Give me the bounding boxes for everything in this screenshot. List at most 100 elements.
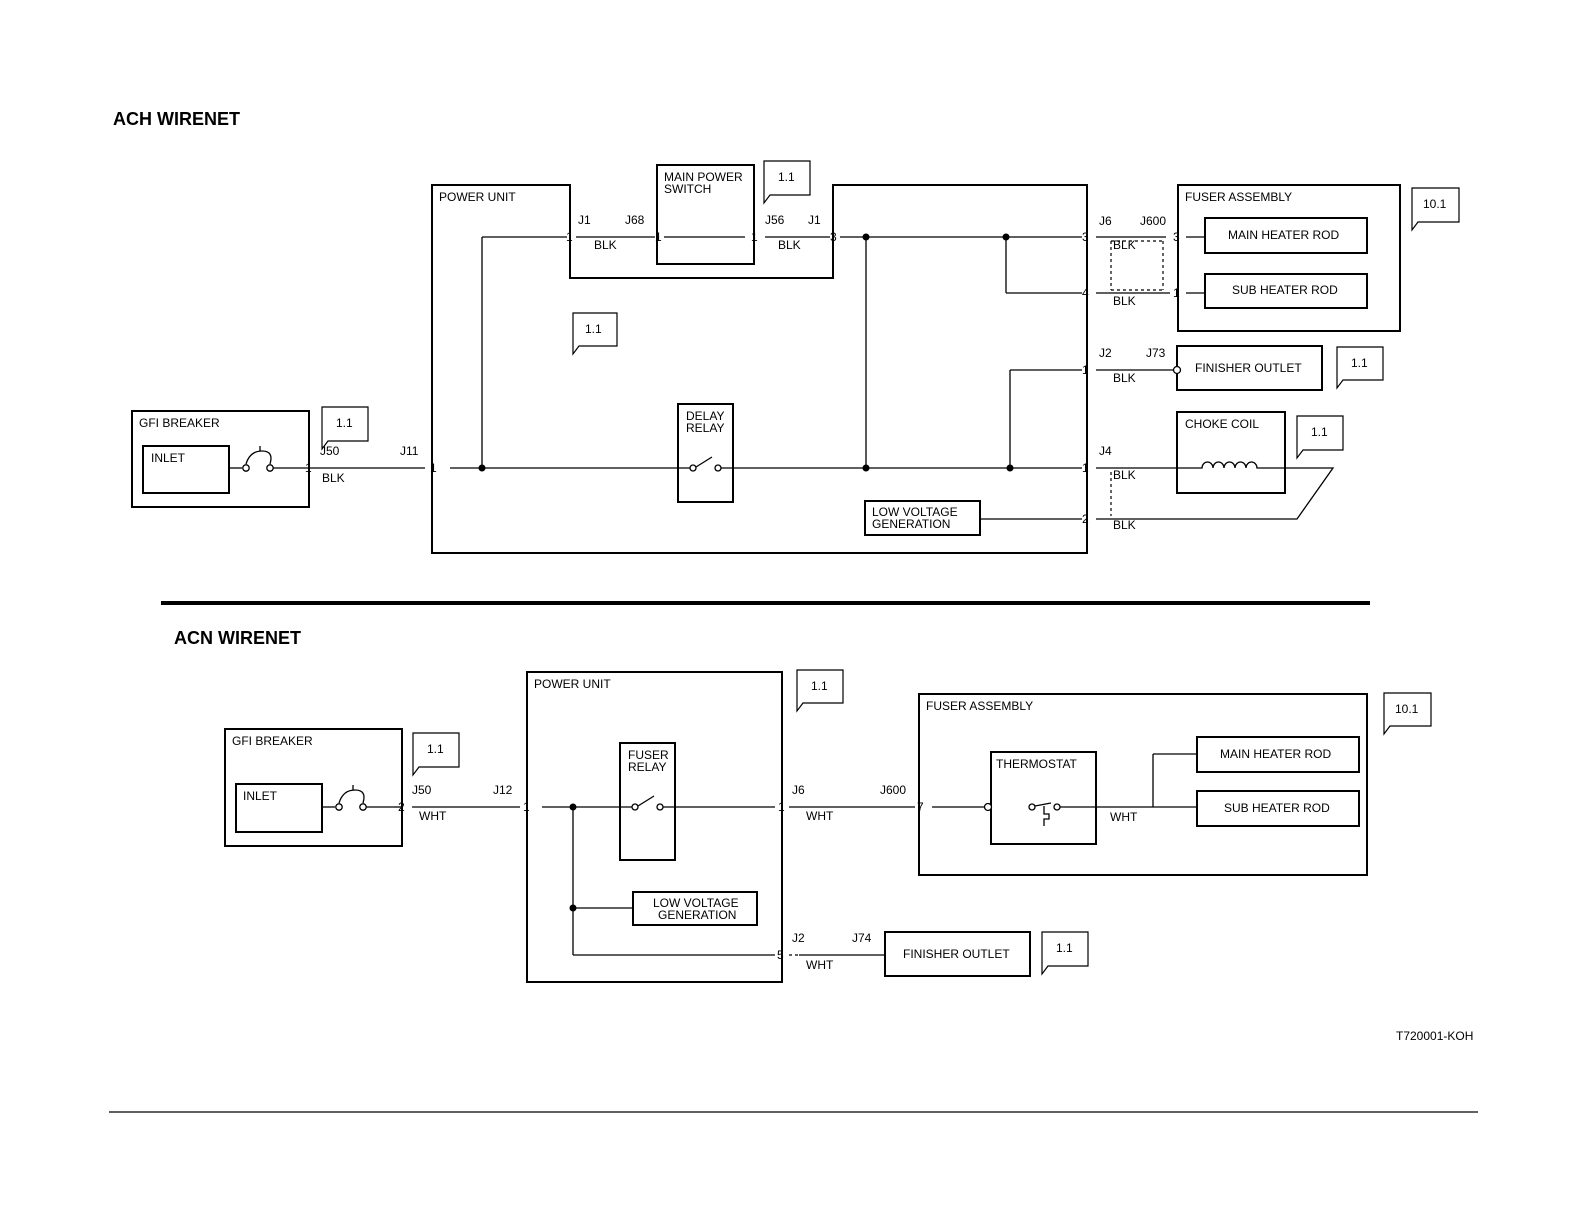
acn-power-unit-box <box>526 671 783 983</box>
acn-wire-color-4: WHT <box>806 958 834 972</box>
acn-conn-j2: J2 <box>792 931 805 945</box>
acn-conn-j50: J50 <box>412 783 432 797</box>
ach-power-unit-box <box>431 184 1088 554</box>
ach-callout-fuser <box>1411 187 1460 232</box>
ach-fuser-assembly-box <box>1177 184 1401 332</box>
ach-pin-j68: 1 <box>655 230 662 244</box>
ach-wire-color-4: BLK <box>1113 294 1136 308</box>
acn-finisher-outlet <box>884 931 1031 977</box>
ach-pin-j50: 1 <box>305 461 312 475</box>
acn-wirenet: ACN WIRENET POWER UNIT 1.1 GFI BREAKER I… <box>174 628 1432 983</box>
acn-inlet-label: INLET <box>243 789 278 803</box>
ach-conn-j73: J73 <box>1146 346 1166 360</box>
acn-low-voltage-label-1: LOW VOLTAGE <box>653 896 739 910</box>
acn-fuser-assembly-label: FUSER ASSEMBLY <box>926 699 1033 713</box>
acn-thermostat-switch-icon <box>1028 802 1061 826</box>
acn-callout-power-unit <box>796 669 844 713</box>
acn-fuser-relay-label-2: RELAY <box>628 760 666 774</box>
ach-main-power-switch-box <box>656 164 755 265</box>
acn-main-heater-rod-label: MAIN HEATER ROD <box>1220 747 1331 761</box>
figure-id: T720001-KOH <box>1396 1029 1473 1043</box>
acn-pin-j50: 2 <box>398 800 405 814</box>
acn-wires <box>394 753 1197 956</box>
ach-main-heater-rod <box>1204 217 1368 254</box>
acn-sub-heater-rod <box>1196 790 1360 827</box>
ach-pin-j2: 1 <box>1082 363 1089 377</box>
ach-delay-relay-label-2: RELAY <box>686 421 724 435</box>
ach-gfi-breaker-label: GFI BREAKER <box>139 416 220 430</box>
ach-pin-j6-b: 4 <box>1082 286 1089 300</box>
acn-thermostat-box <box>990 751 1097 845</box>
ach-choke-coil-icon <box>1177 461 1285 469</box>
ach-wire-color-8: BLK <box>322 471 345 485</box>
ach-inlet-box <box>142 445 230 494</box>
ach-conn-j11: J11 <box>400 444 419 458</box>
ach-pin-j1-left: 1 <box>566 230 573 244</box>
ach-junction-dots <box>478 233 1182 472</box>
acn-callout-finisher <box>1041 931 1089 976</box>
acn-gfi-breaker-label: GFI BREAKER <box>232 734 313 748</box>
ach-finisher-outlet <box>1176 345 1323 391</box>
ach-pin-j600-a: 3 <box>1173 230 1180 244</box>
ach-callout-main-switch <box>763 160 811 205</box>
ach-pin-j1-right: 3 <box>830 230 837 244</box>
ach-pin-j11: 1 <box>430 461 437 475</box>
acn-pin-j600: 7 <box>917 800 924 814</box>
acn-callout-gfi <box>412 732 460 777</box>
ach-low-voltage-label-2: GENERATION <box>872 517 950 531</box>
acn-breaker-switch-icon <box>322 785 394 811</box>
acn-conn-j12: J12 <box>493 783 513 797</box>
ach-callout-fuser-text: 10.1 <box>1423 197 1447 211</box>
acn-conn-j6: J6 <box>792 783 805 797</box>
acn-fuser-relay-box <box>619 742 676 861</box>
acn-finisher-outlet-label: FINISHER OUTLET <box>903 947 1010 961</box>
ach-wirenet: ACH WIRENET POWER UNIT MAIN POWER SWITCH… <box>113 109 1460 554</box>
ach-pin-j4-b: 2 <box>1082 512 1089 526</box>
ach-conn-j68: J68 <box>625 213 645 227</box>
ach-choke-coil-label: CHOKE COIL <box>1185 417 1259 431</box>
ach-pin-j4-a: 1 <box>1082 461 1089 475</box>
acn-low-voltage-label-2: GENERATION <box>658 908 736 922</box>
ach-wire-color-1: BLK <box>594 238 617 252</box>
acn-callout-fuser <box>1383 692 1432 736</box>
ach-wire-color-3: BLK <box>1113 238 1136 252</box>
ach-sub-heater-rod <box>1204 273 1368 309</box>
ach-main-power-switch-label-1: MAIN POWER <box>664 170 743 184</box>
ach-choke-coil-box <box>1176 411 1286 494</box>
ach-fuser-assembly-label: FUSER ASSEMBLY <box>1185 190 1292 204</box>
ach-delay-relay-label-1: DELAY <box>686 409 724 423</box>
acn-conn-j74: J74 <box>852 931 872 945</box>
ach-conn-j2: J2 <box>1099 346 1112 360</box>
ach-callout-finisher-text: 1.1 <box>1351 356 1368 370</box>
acn-callout-finisher-text: 1.1 <box>1056 941 1073 955</box>
ach-low-voltage-box <box>864 500 981 536</box>
acn-thermostat-label: THERMOSTAT <box>996 757 1078 771</box>
ach-wire-color-2: BLK <box>778 238 801 252</box>
ach-pin-j6-a: 3 <box>1082 230 1089 244</box>
ach-inlet-label: INLET <box>151 451 186 465</box>
acn-power-unit-label: POWER UNIT <box>534 677 611 691</box>
ach-conn-j600: J600 <box>1140 214 1166 228</box>
acn-callout-gfi-text: 1.1 <box>427 742 444 756</box>
ach-callout-power-unit-text: 1.1 <box>585 322 602 336</box>
ach-delay-relay-box <box>677 403 734 503</box>
acn-callout-power-unit-text: 1.1 <box>811 679 828 693</box>
acn-fuser-assembly-box <box>918 693 1368 876</box>
ach-wire-color-5: BLK <box>1113 371 1136 385</box>
acn-junction-dots <box>569 802 993 912</box>
ach-main-power-switch-label-2: SWITCH <box>664 182 711 196</box>
acn-wire-color-1: WHT <box>419 809 447 823</box>
acn-title: ACN WIRENET <box>174 628 301 648</box>
ach-conn-j6: J6 <box>1099 214 1112 228</box>
ach-callout-finisher <box>1336 346 1384 390</box>
ach-conn-j56: J56 <box>765 213 785 227</box>
acn-pin-j12: 1 <box>523 800 530 814</box>
acn-callout-fuser-text: 10.1 <box>1395 702 1419 716</box>
ach-pin-j600-b: 1 <box>1173 286 1180 300</box>
ach-callout-gfi-text: 1.1 <box>336 416 353 430</box>
ach-callout-choke-text: 1.1 <box>1311 425 1328 439</box>
ach-callout-choke <box>1296 415 1344 460</box>
acn-pin-j6: 1 <box>778 800 785 814</box>
ach-pin-j56: 1 <box>751 230 758 244</box>
ach-wire-color-7: BLK <box>1113 518 1136 532</box>
